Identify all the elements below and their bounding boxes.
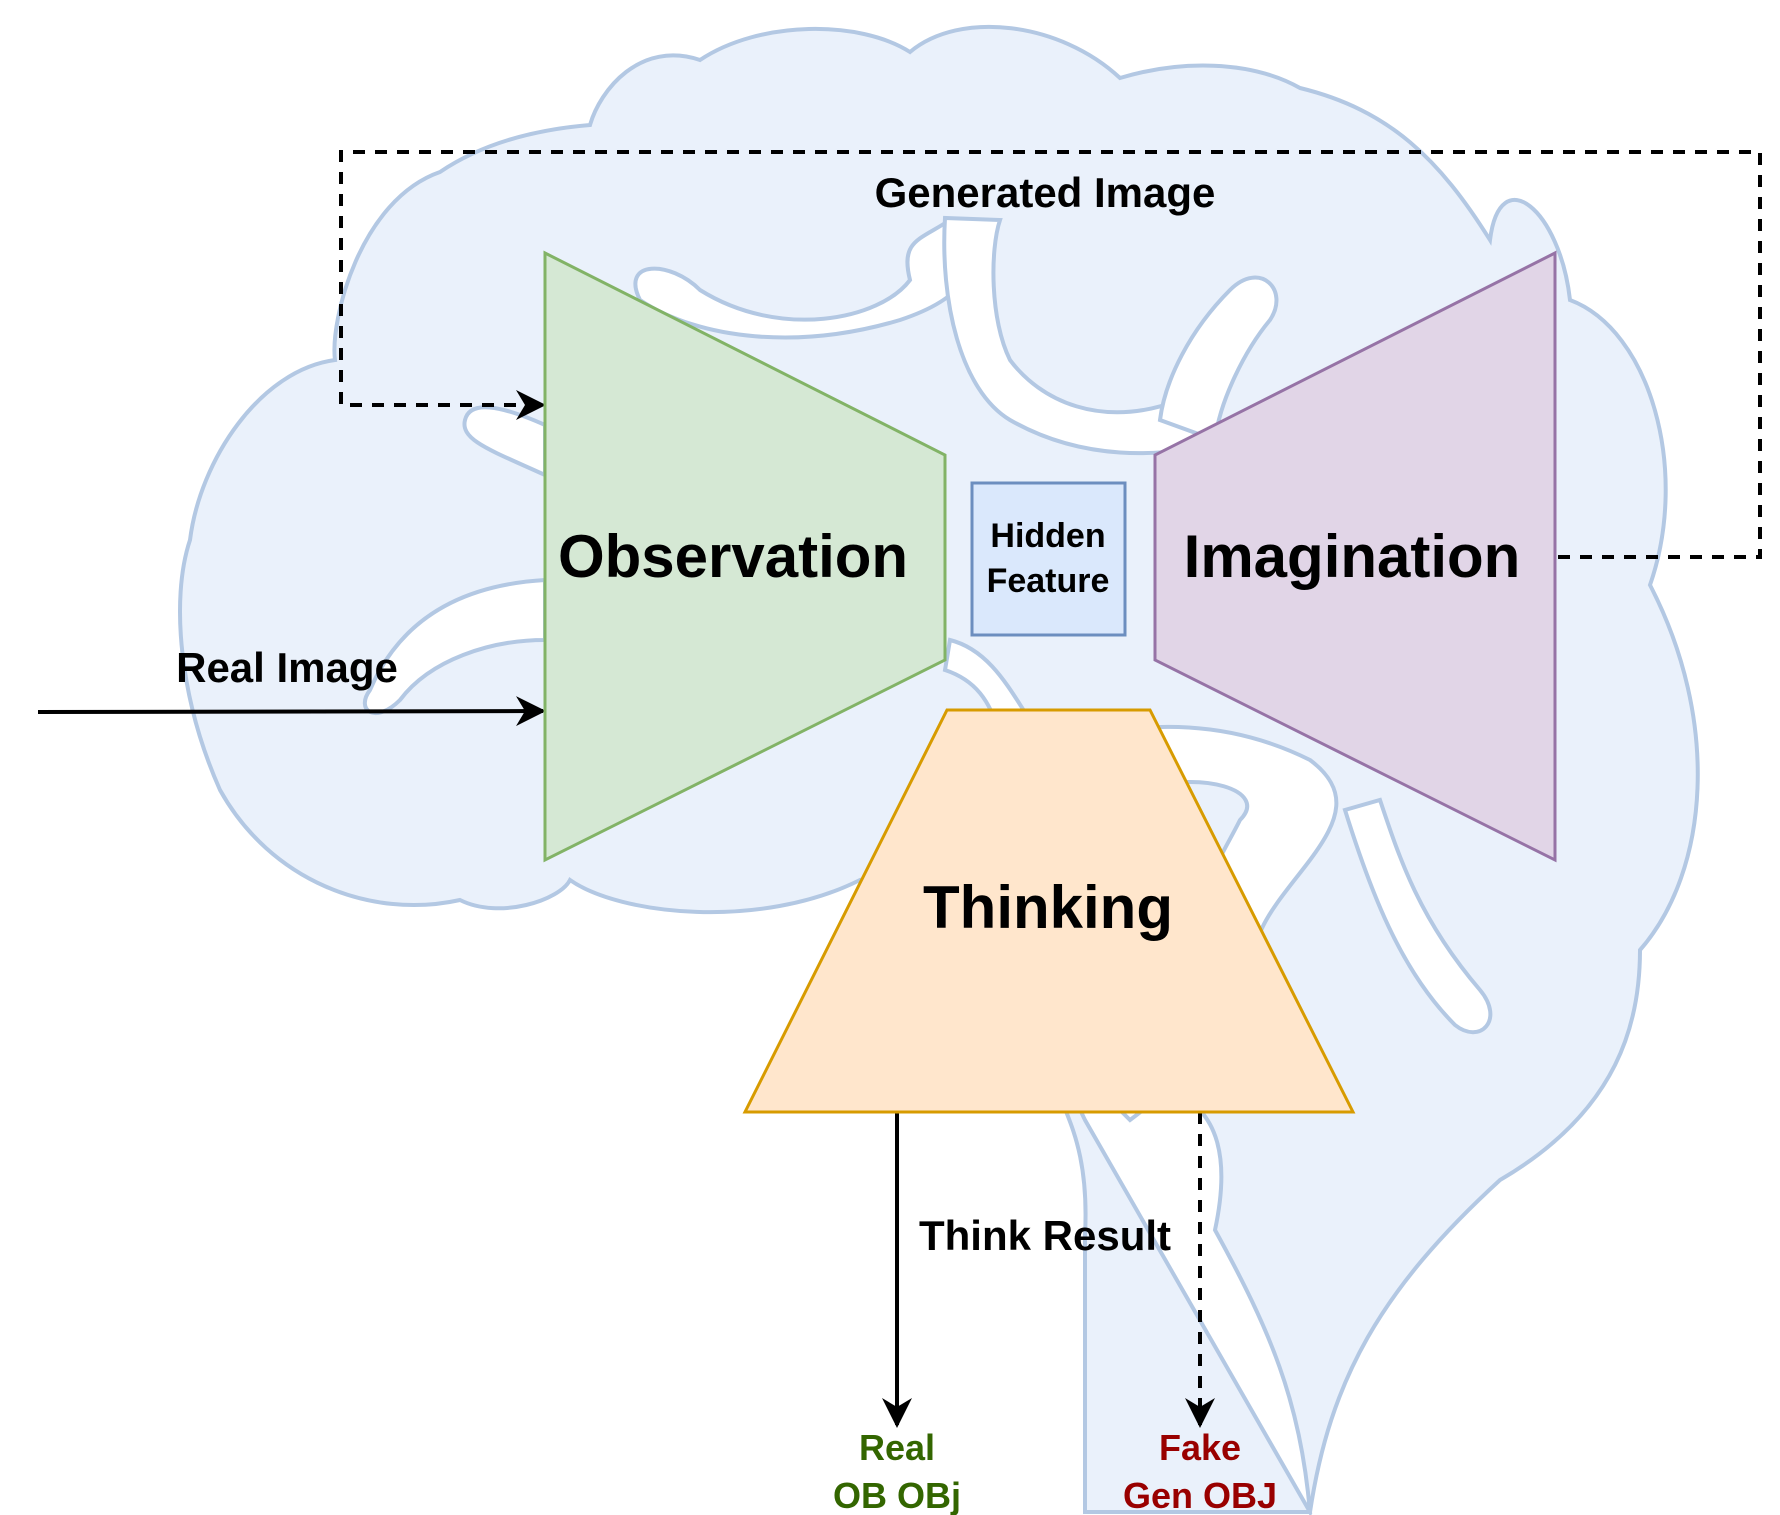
nodes [543, 250, 1557, 1114]
observation-label: Observation [558, 523, 908, 590]
think-result-label: Think Result [919, 1212, 1171, 1259]
observation-block[interactable] [543, 250, 947, 863]
hidden-feature-label-line2: Feature [987, 562, 1110, 600]
output-real-label-line1: Real [859, 1427, 935, 1468]
hidden-feature-block[interactable] [970, 481, 1127, 637]
imagination-block[interactable] [1153, 250, 1557, 863]
output-fake-label-line2: Gen OBJ [1123, 1475, 1277, 1515]
thinking-block[interactable] [742, 708, 1356, 1114]
real-image-label: Real Image [176, 644, 398, 691]
labels: Observation Imagination Hidden Feature T… [176, 169, 1520, 1515]
generated-image-loop[interactable] [339, 150, 1762, 559]
imagination-label: Imagination [1184, 523, 1521, 590]
real-image-arrow[interactable] [37, 696, 546, 727]
hidden-feature-label-line1: Hidden [990, 517, 1105, 555]
generated-image-label: Generated Image [875, 169, 1216, 216]
output-fake-label-line1: Fake [1159, 1427, 1241, 1468]
thinking-label: Thinking [923, 874, 1173, 941]
output-real-label-line2: OB OBj [833, 1475, 961, 1515]
edges [37, 150, 1762, 1428]
